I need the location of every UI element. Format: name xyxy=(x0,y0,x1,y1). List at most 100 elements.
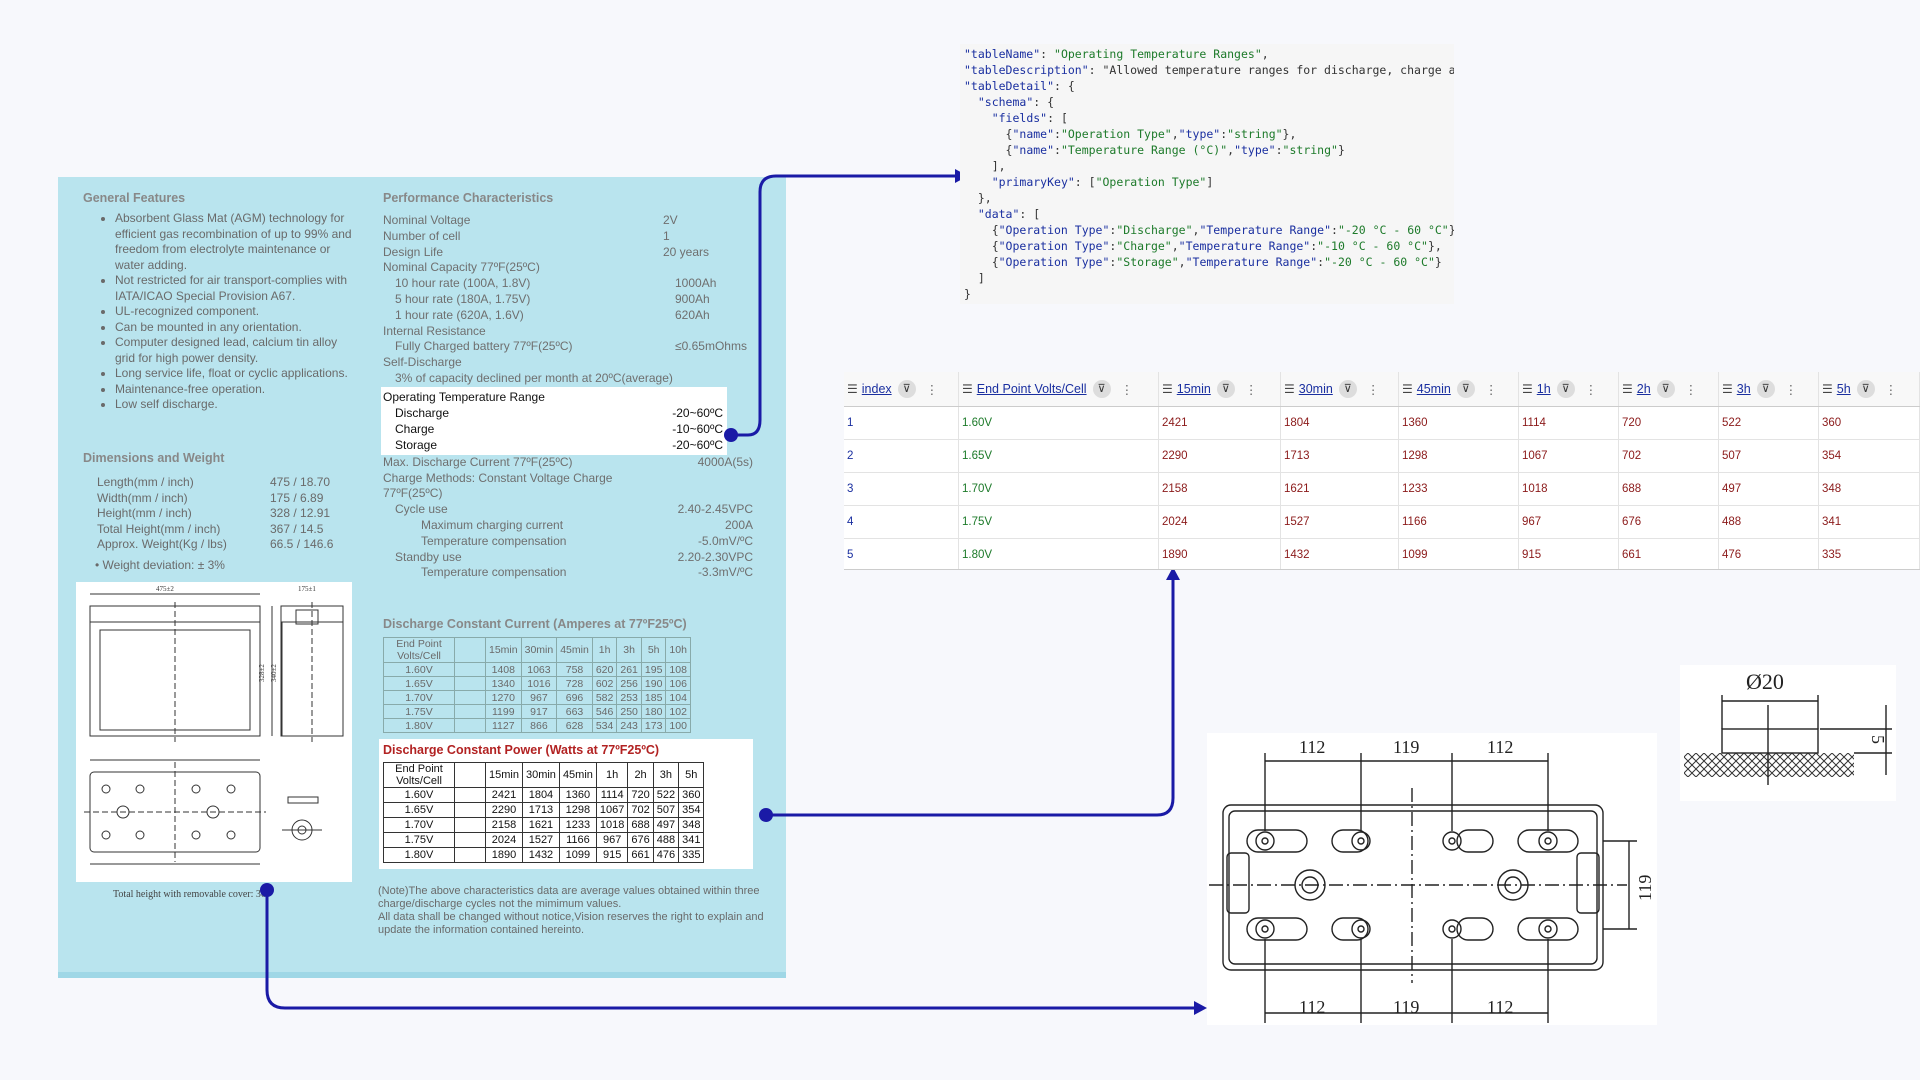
grid-cell: 1890 xyxy=(1159,539,1281,569)
dimension-row: Width(mm / inch)175 / 6.89 xyxy=(83,491,353,507)
table-cell: 1360 xyxy=(558,787,597,804)
table-cell: 915 xyxy=(595,847,629,864)
datasheet-panel: General Features Absorbent Glass Mat (AG… xyxy=(58,177,786,978)
table-cell: 628 xyxy=(556,718,593,734)
op-temp-value: -20~60ºC xyxy=(672,437,723,452)
dimension-label: Total Height(mm / inch) xyxy=(97,521,221,536)
column-label[interactable]: 30min xyxy=(1298,382,1333,396)
column-label[interactable]: 15min xyxy=(1176,382,1211,396)
grid-header-cell: ☰1h ⊽ ⋮ xyxy=(1519,372,1619,406)
op-temp-label: Charge xyxy=(395,421,435,436)
filter-icon[interactable]: ⊽ xyxy=(1856,380,1875,398)
battery-drawing-svg: 475±2 175±1 328±2 340±2 xyxy=(84,585,344,865)
column-label[interactable]: 2h xyxy=(1636,382,1651,396)
performance-row: 3% of capacity declined per month at 20º… xyxy=(383,371,753,387)
column-label[interactable]: 45min xyxy=(1416,382,1451,396)
filter-icon[interactable]: ⊽ xyxy=(1556,380,1575,398)
grid-cell: 360 xyxy=(1819,407,1920,439)
filter-icon[interactable]: ⊽ xyxy=(1456,380,1475,398)
column-label[interactable]: 1h xyxy=(1536,382,1551,396)
filter-icon[interactable]: ⊽ xyxy=(1338,380,1357,398)
table-cell: 1127 xyxy=(485,718,522,734)
grid-cell: 3 xyxy=(844,473,959,505)
dimension-label: Length(mm / inch) xyxy=(97,475,194,489)
performance-title: Performance Characteristics xyxy=(383,191,554,205)
table-header-cell: 10h xyxy=(665,637,691,664)
table-header-cell: 1h xyxy=(595,762,629,789)
performance-row: Temperature compensation-3.3mV/ºC xyxy=(383,565,753,581)
grid-cell: 1.60V xyxy=(959,407,1159,439)
performance-label: Max. Discharge Current 77ºF(25ºC) xyxy=(383,454,573,469)
column-label[interactable]: 3h xyxy=(1736,382,1751,396)
menu-icon: ☰ xyxy=(1522,382,1533,396)
feature-item: Can be mounted in any orientation. xyxy=(115,320,353,336)
grid-cell: 1.75V xyxy=(959,506,1159,538)
table-cell: 180 xyxy=(640,704,667,720)
kebab-icon[interactable]: ⋮ xyxy=(1120,382,1134,397)
general-features-title: General Features xyxy=(83,191,186,205)
performance-value: 200A xyxy=(724,517,753,532)
json-line: {"name":"Temperature Range (°C)","type":… xyxy=(964,143,1345,157)
table-cell: 688 xyxy=(627,817,654,834)
column-label[interactable]: 5h xyxy=(1836,382,1851,396)
table-cell: 1114 xyxy=(595,787,629,804)
performance-row: 5 hour rate (180A, 1.75V)900Ah xyxy=(383,292,753,308)
terminal-detail-drawing: Ø20 5 xyxy=(1680,665,1896,801)
op-temp-label: Discharge xyxy=(395,405,450,420)
grid-cell: 522 xyxy=(1719,407,1819,439)
table-cell: 1063 xyxy=(520,662,558,678)
dimension-label: Width(mm / inch) xyxy=(97,490,188,505)
performance-value: -5.0mV/ºC xyxy=(697,533,753,548)
kebab-icon[interactable]: ⋮ xyxy=(1244,382,1258,397)
column-label[interactable]: End Point Volts/Cell xyxy=(976,382,1087,396)
kebab-icon[interactable]: ⋮ xyxy=(1784,382,1798,397)
performance-label: Internal Resistance xyxy=(383,323,486,338)
grid-header-cell: ☰30min⊽⋮ xyxy=(1281,372,1399,406)
kebab-icon[interactable]: ⋮ xyxy=(1684,382,1698,397)
grid-cell: 476 xyxy=(1719,539,1819,569)
table-cell: 1067 xyxy=(595,802,629,819)
filter-icon[interactable]: ⊽ xyxy=(1092,380,1111,398)
connector-power-grid xyxy=(766,573,1175,817)
performance-value: 1 xyxy=(663,228,670,243)
filter-icon[interactable]: ⊽ xyxy=(1216,380,1235,398)
performance-value: 2.20-2.30VPC xyxy=(677,549,753,564)
json-line: "primaryKey": ["Operation Type"] xyxy=(991,175,1214,189)
dimension-value: 475 / 18.70 xyxy=(270,475,331,489)
kebab-icon[interactable]: ⋮ xyxy=(1484,382,1498,397)
table-cell: 676 xyxy=(627,832,654,849)
connector-dot-optemp xyxy=(724,428,738,442)
kebab-icon[interactable]: ⋮ xyxy=(925,382,939,397)
table-cell: 335 xyxy=(678,847,705,864)
performance-value: 1000Ah xyxy=(675,276,717,291)
table-cell: 1.80V xyxy=(383,718,455,734)
grid-cell: 507 xyxy=(1719,440,1819,472)
performance-label: Maximum charging current xyxy=(421,517,564,532)
grid-cell: 488 xyxy=(1719,506,1819,538)
filter-icon[interactable]: ⊽ xyxy=(1656,380,1675,398)
kebab-icon[interactable]: ⋮ xyxy=(1366,382,1380,397)
filter-icon[interactable]: ⊽ xyxy=(1756,380,1775,398)
performance-row: Internal Resistance xyxy=(383,324,753,340)
performance-label: Design Life xyxy=(383,244,444,259)
kebab-icon[interactable]: ⋮ xyxy=(1884,382,1898,397)
dimension-value: 367 / 14.5 xyxy=(270,521,324,536)
drawing-dim-height: 328±2 xyxy=(258,664,266,682)
table-cell: 173 xyxy=(640,718,667,734)
table-header-cell: 15min xyxy=(485,762,523,789)
filter-icon[interactable]: ⊽ xyxy=(897,380,916,398)
performance-value: 900Ah xyxy=(675,291,710,306)
kebab-icon[interactable]: ⋮ xyxy=(1584,382,1598,397)
terminal-layout-drawing: 112 119 112 112 119 112 119 xyxy=(1207,733,1657,1025)
grid-cell: 1018 xyxy=(1519,473,1619,505)
column-label[interactable]: index xyxy=(861,382,892,396)
dimension-row: Approx. Weight(Kg / lbs)66.5 / 146.6 xyxy=(83,537,353,553)
table-cell: 2421 xyxy=(485,787,523,804)
grid-cell: 2158 xyxy=(1159,473,1281,505)
general-features-list: Absorbent Glass Mat (AGM) technology for… xyxy=(83,211,353,413)
